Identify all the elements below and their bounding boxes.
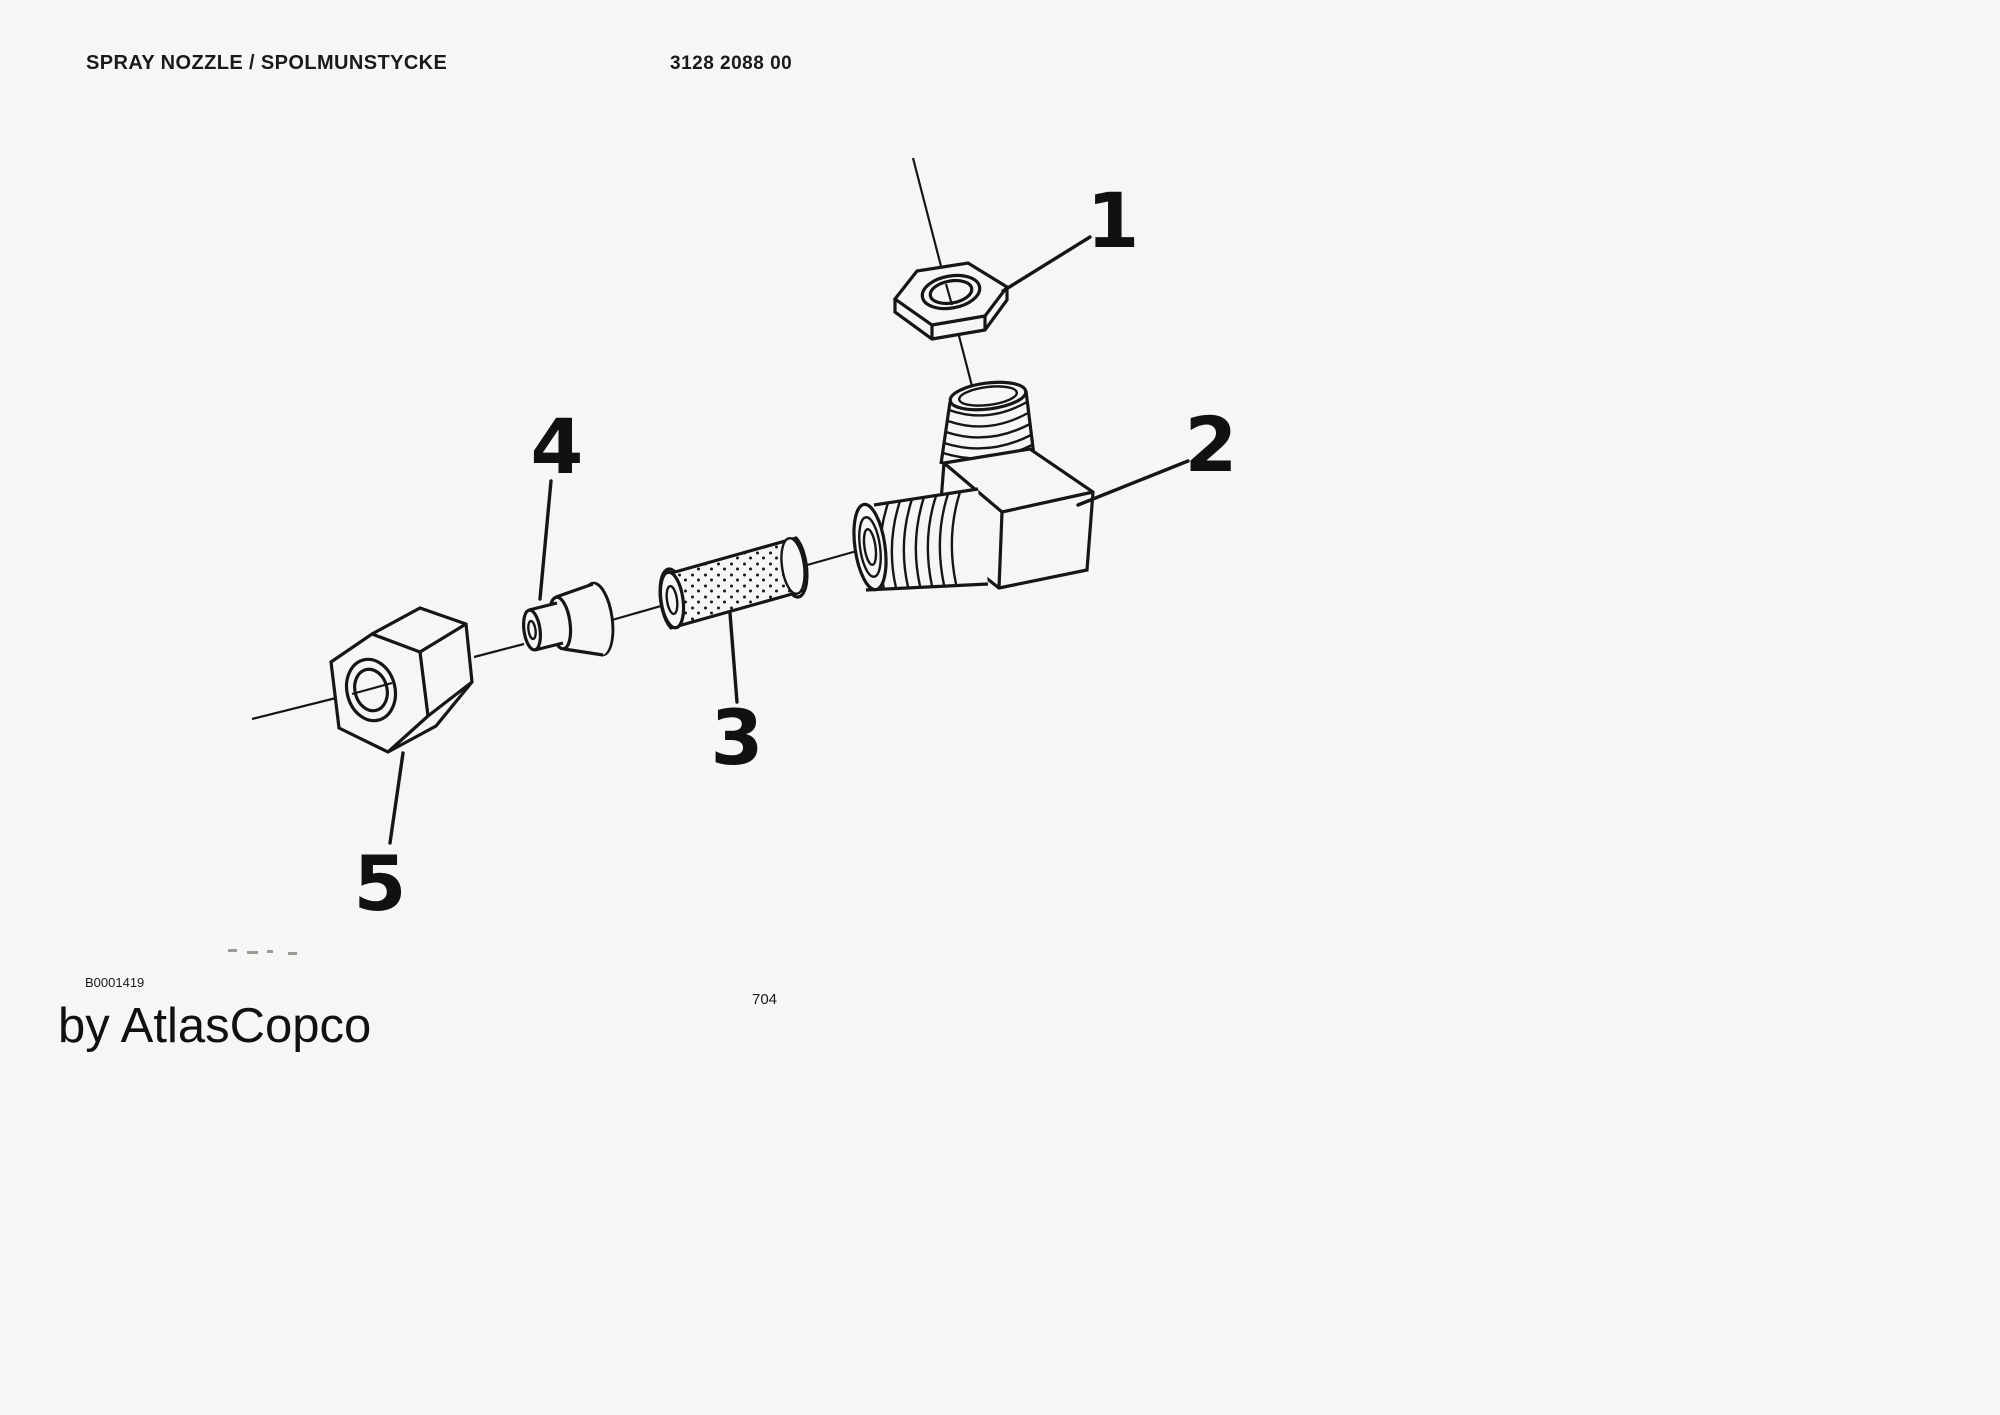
assembly-part-number: 3128 2088 00 <box>670 53 793 74</box>
part-ref-5: 5 <box>354 839 407 928</box>
part-ref-4: 4 <box>531 402 584 491</box>
page-number: 704 <box>752 991 778 1008</box>
part-3-filter-cylinder <box>658 536 809 630</box>
leader-line-2 <box>1076 459 1190 507</box>
leader-line-1 <box>1001 235 1092 293</box>
stray-marks <box>228 949 297 955</box>
axis-through-hole <box>944 283 954 306</box>
part-2-elbow-fitting <box>852 380 1095 592</box>
leader-line-3 <box>728 611 739 704</box>
page-title: SPRAY NOZZLE / SPOLMUNSTYCKE <box>86 52 448 74</box>
part-1-hex-nut <box>892 261 1010 341</box>
part-4-nozzle-bushing <box>522 581 615 657</box>
document-reference: B0001419 <box>85 975 145 990</box>
leader-line-4 <box>538 479 553 601</box>
part-ref-2: 2 <box>1185 400 1238 489</box>
part-ref-3: 3 <box>711 693 764 782</box>
axis-through-nut-hole <box>351 681 393 696</box>
brand-watermark: by AtlasCopco <box>58 999 372 1053</box>
part-ref-1: 1 <box>1087 176 1140 265</box>
part-5-coupling-nut <box>329 606 474 754</box>
leader-line-5 <box>388 751 405 845</box>
